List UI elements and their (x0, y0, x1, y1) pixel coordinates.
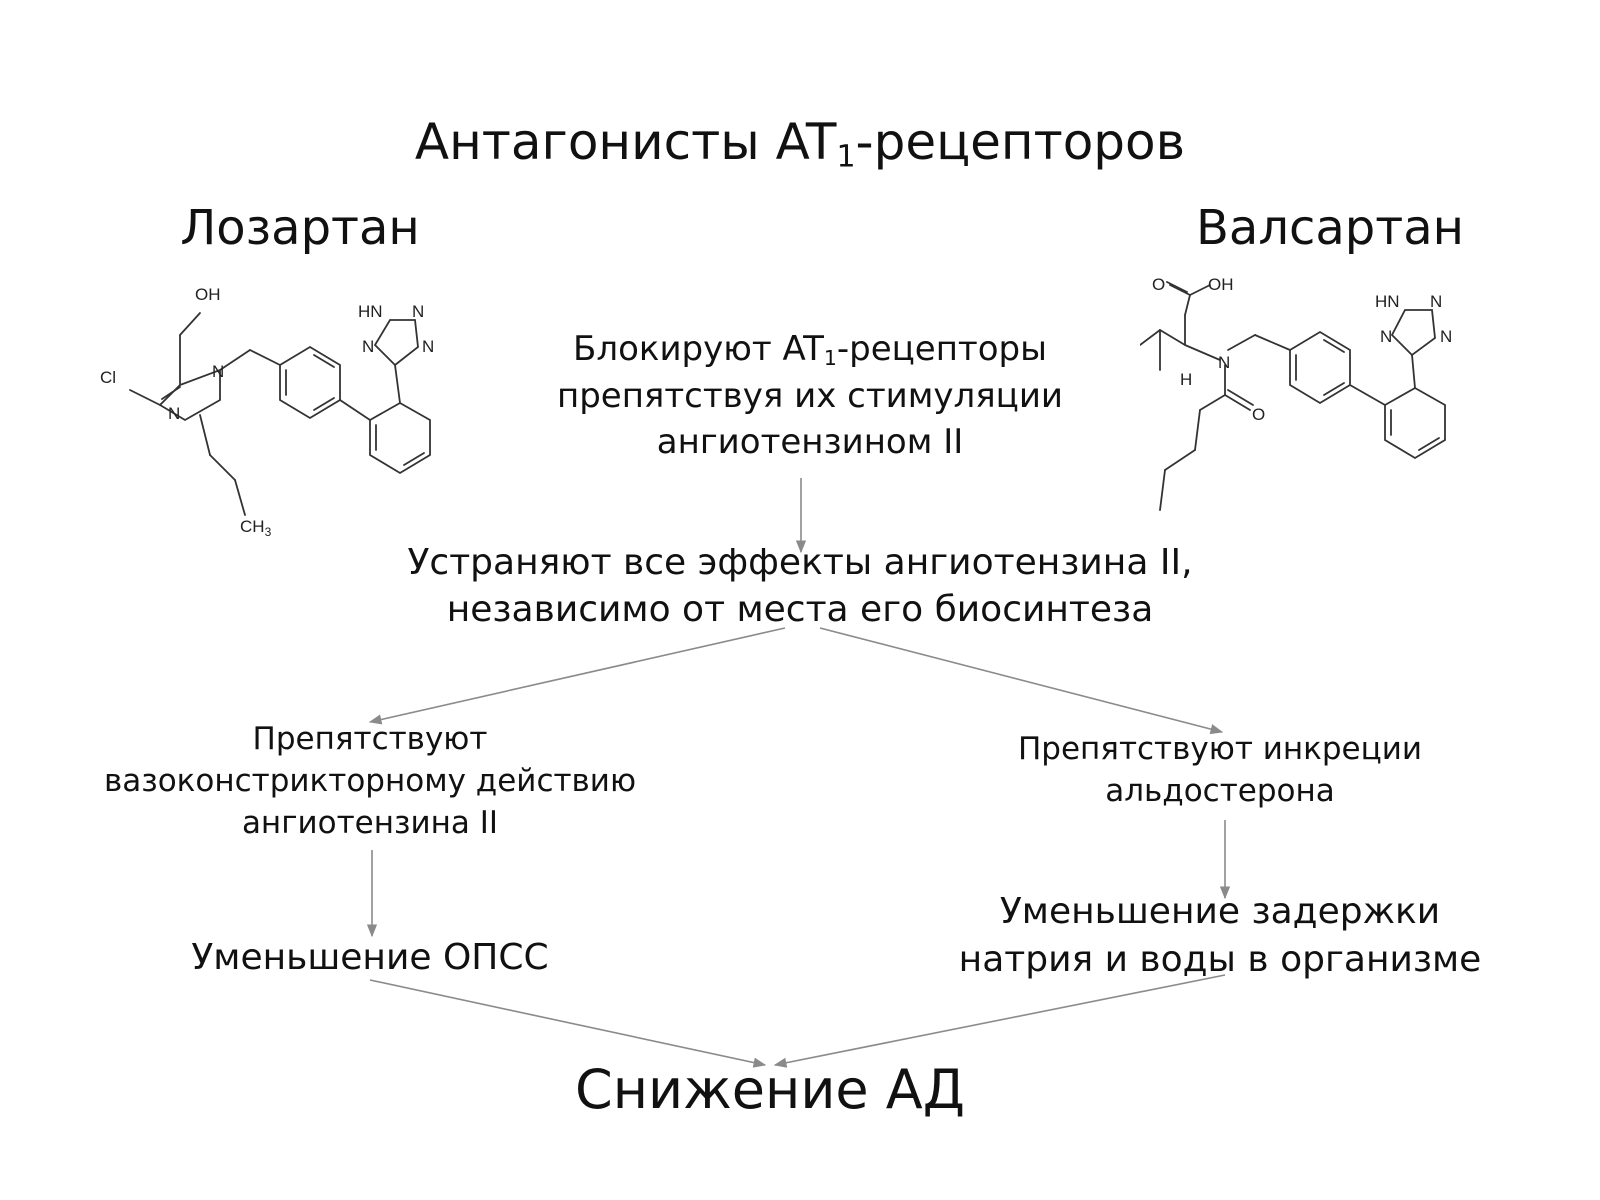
blocking-line-1: Блокируют AT1-рецепторы (500, 326, 1120, 373)
valsartan-n: N (1218, 353, 1230, 372)
vasoconstriction-node: Препятствуют вазоконстрикторному действи… (60, 718, 680, 844)
valsartan-tn1: N (1430, 292, 1442, 311)
arrow-eliminate-to-right (819, 627, 1224, 735)
losartan-label: Лозартан (180, 200, 420, 256)
valsartan-o1: O (1152, 275, 1165, 294)
vasoconstriction-line-2: вазоконстрикторному действию (103, 763, 637, 800)
valsartan-h: H (1180, 370, 1192, 389)
valsartan-label: Валсартан (1195, 200, 1465, 256)
arrow-sodium-to-result (773, 974, 1226, 1068)
sodium-line-1: Уменьшение задержки (999, 891, 1441, 932)
final-result-node: Снижение АД (575, 1058, 965, 1121)
blocking-subscript: 1 (823, 346, 837, 371)
losartan-hn: HN (358, 302, 383, 321)
vasoconstriction-line-1: Препятствуют (252, 721, 488, 757)
valsartan-tn3: N (1440, 327, 1452, 346)
arrow-eliminate-to-left (368, 627, 786, 725)
losartan-n1: N (212, 362, 224, 381)
vasoconstriction-line-3: ангиотензина II (241, 805, 499, 842)
blocking-line-2: препятствуя их стимуляции (556, 375, 1064, 416)
eliminate-line-2: независимо от места его биосинтеза (446, 588, 1154, 630)
blocking-text-a: Блокируют AT (573, 329, 824, 369)
losartan-ch3: CH3 (240, 517, 272, 539)
blocking-text-b: -рецепторы (836, 329, 1047, 369)
losartan-tn3: N (422, 337, 434, 356)
tpr-node: Уменьшение ОПСС (191, 937, 549, 978)
title-text-end: -рецепторов (855, 113, 1186, 171)
aldosterone-line-2: альдостерона (1105, 773, 1335, 810)
losartan-oh: OH (195, 285, 221, 304)
title-subscript: 1 (836, 139, 856, 175)
sodium-line-2: натрия и воды в организме (958, 938, 1482, 980)
valsartan-o2: O (1252, 405, 1265, 424)
aldosterone-node: Препятствуют инкреции альдостерона (960, 728, 1480, 812)
valsartan-structure: O OH H N O HN N N N (1140, 275, 1452, 511)
losartan-tn2: N (362, 337, 374, 356)
losartan-n2: N (168, 404, 180, 423)
losartan-tn1: N (412, 302, 424, 321)
sodium-retention-node: Уменьшение задержки натрия и воды в орга… (930, 888, 1510, 983)
losartan-structure: OH Cl N N CH3 HN N N N (100, 285, 434, 539)
slide-title: Антагонисты AT1-рецепторов (0, 112, 1600, 176)
valsartan-oh: OH (1208, 275, 1234, 294)
arrow-tpr-to-result (369, 979, 767, 1068)
valsartan-hn: HN (1375, 292, 1400, 311)
title-text: Антагонисты AT (414, 113, 837, 171)
aldosterone-line-1: Препятствуют инкреции (1017, 731, 1423, 767)
losartan-cl: Cl (100, 368, 116, 387)
valsartan-tn2: N (1380, 327, 1392, 346)
blocking-line-3: ангиотензином II (656, 422, 964, 463)
blocking-node: Блокируют AT1-рецепторы препятствуя их с… (500, 326, 1120, 465)
